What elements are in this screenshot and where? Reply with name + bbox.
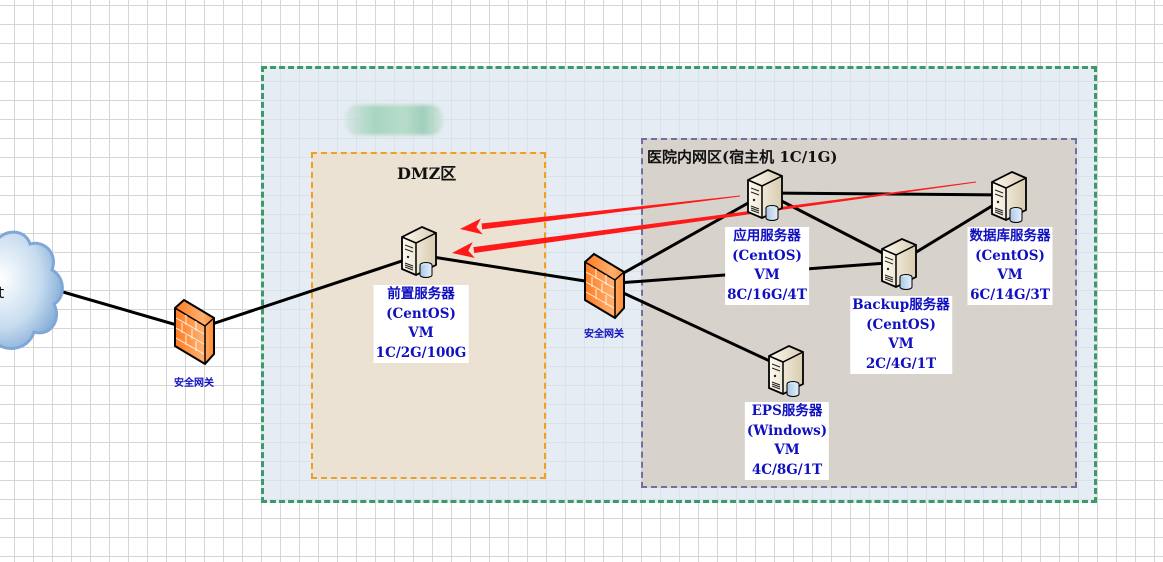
red-arrow-app-to-front[interactable] [481,195,741,230]
server-name: 应用服务器 [733,228,801,244]
database-server-label: 数据库服务器 (CentOS) VM 6C/14G/3T [967,227,1053,305]
backup-server-label: Backup服务器 (CentOS) VM 2C/4G/1T [850,296,952,374]
backup-server-icon[interactable] [878,237,922,295]
eps-server-label: EPS服务器 (Windows) VM 4C/8G/1T [744,402,830,480]
server-spec: 4C/8G/1T [751,461,823,478]
server-spec: 8C/16G/4T [727,286,807,303]
connection-fw-internal-app[interactable] [603,191,767,286]
server-spec: 6C/14G/3T [970,286,1050,303]
app-server-label: 应用服务器 (CentOS) VM 8C/16G/4T [725,227,809,305]
server-name: 前置服务器 [387,286,455,302]
server-os: (CentOS) [975,247,1045,264]
server-spec: 1C/2G/100G [375,344,467,361]
firewall-icon[interactable] [582,252,626,322]
server-os: (CentOS) [732,247,802,264]
connection-front-fw-internal[interactable] [419,253,605,286]
server-spec: 2C/4G/1T [865,355,937,372]
eps-server-icon[interactable] [765,344,809,402]
server-name: EPS服务器 [751,403,823,419]
arrow-head-icon [460,218,483,235]
front-server-label: 前置服务器 (CentOS) VM 1C/2G/100G [373,285,469,363]
server-os: (CentOS) [386,305,456,322]
server-type: VM [774,442,800,458]
server-type: VM [408,325,434,341]
firewall-internal-label: 安全网关 [584,329,624,340]
intranet-zone-title: 医院内网区(宿主机 1C/1G) [647,148,838,166]
connection-fw-external-front[interactable] [193,253,421,332]
connection-app-backup[interactable] [765,191,901,264]
internet-cloud-icon[interactable] [0,222,70,362]
front-server-icon[interactable] [398,225,442,283]
firewall-icon[interactable] [172,298,216,368]
server-type: VM [754,267,780,283]
server-os: (Windows) [746,422,828,439]
redacted-zone-label [345,105,443,135]
server-name: Backup服务器 [852,297,950,313]
server-name: 数据库服务器 [969,228,1051,244]
database-server-icon[interactable] [988,170,1032,228]
connection-fw-internal-eps[interactable] [603,282,788,371]
connection-cloud-fw-external[interactable] [62,290,195,332]
cloud-label: t [0,283,5,302]
server-type: VM [997,267,1023,283]
red-arrow-db-to-front[interactable] [473,181,977,254]
server-os: (CentOS) [866,316,936,333]
arrow-head-icon [452,242,475,258]
dmz-zone-title: DMZ区 [397,164,457,183]
firewall-external-label: 安全网关 [174,378,214,389]
server-type: VM [888,336,914,352]
app-server-icon[interactable] [744,168,788,226]
